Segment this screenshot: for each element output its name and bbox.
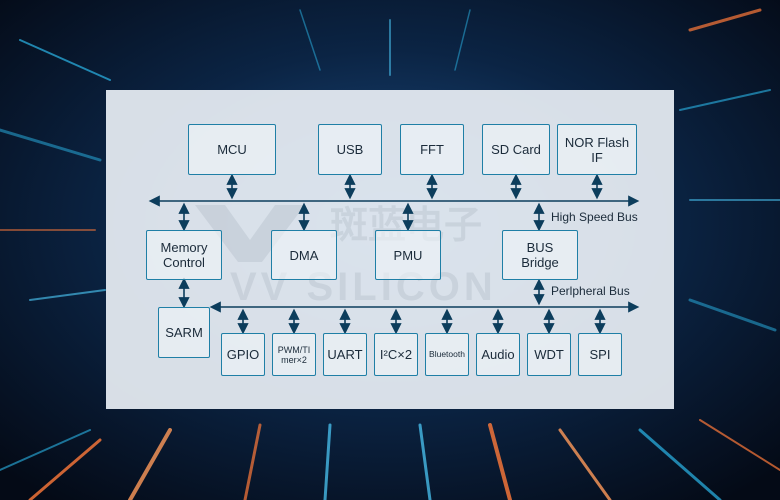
pwm-timer-block: PWM/TI mer×2: [272, 333, 316, 376]
bluetooth-block: Bluetooth: [425, 333, 469, 376]
sd-card-block: SD Card: [482, 124, 550, 175]
sarm-block: SARM: [158, 307, 210, 358]
nor-flash-if-block: NOR Flash IF: [557, 124, 637, 175]
memory-control-block: Memory Control: [146, 230, 222, 280]
high-speed-bus-label: High Speed Bus: [551, 210, 638, 224]
gpio-block: GPIO: [221, 333, 265, 376]
peripheral-bus-label: Perlpheral Bus: [551, 284, 630, 298]
fft-block: FFT: [400, 124, 464, 175]
pmu-block: PMU: [375, 230, 441, 280]
uart-block: UART: [323, 333, 367, 376]
i2c-block: I²C×2: [374, 333, 418, 376]
audio-block: Audio: [476, 333, 520, 376]
wdt-block: WDT: [527, 333, 571, 376]
bus-bridge-block: BUS Bridge: [502, 230, 578, 280]
spi-block: SPI: [578, 333, 622, 376]
dma-block: DMA: [271, 230, 337, 280]
mcu-block: MCU: [188, 124, 276, 175]
usb-block: USB: [318, 124, 382, 175]
